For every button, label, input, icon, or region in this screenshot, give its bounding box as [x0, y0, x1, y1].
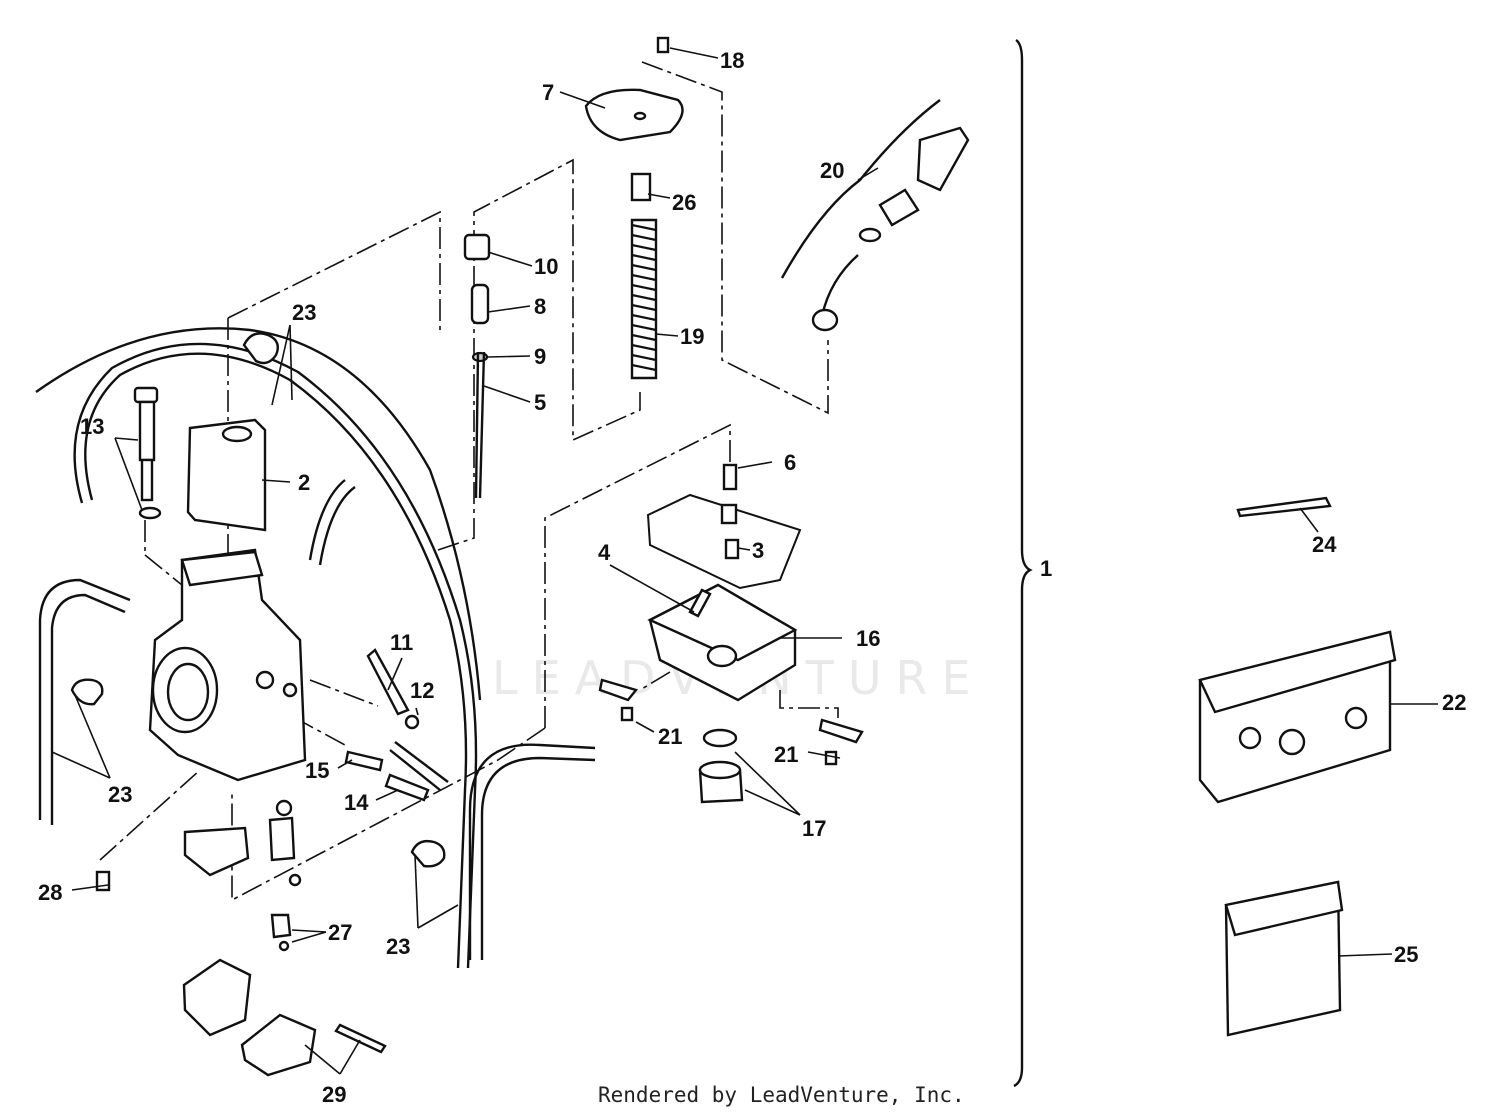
throttle-slide: [186, 418, 267, 532]
callout-19: 19: [680, 324, 704, 349]
callout-10: 10: [534, 254, 558, 279]
starter-plunger: [133, 386, 162, 520]
callout-29: 29: [322, 1082, 346, 1107]
callout-21-left: 21: [658, 724, 682, 749]
callout-11: 11: [390, 630, 413, 655]
cable-adjuster: [780, 99, 970, 332]
credit-text: Rendered by LeadVenture, Inc.: [598, 1083, 965, 1107]
callout-6: 6: [784, 450, 796, 475]
kit-accessories: [1198, 496, 1397, 1037]
callout-20: 20: [820, 158, 844, 183]
callout-25: 25: [1394, 942, 1418, 967]
callout-28: 28: [38, 880, 62, 905]
callout-labels: 1 2 3 4 5 6 7 8 9 10 11 12 13 14 15 16 1…: [38, 48, 1466, 1107]
callout-21-right: 21: [774, 742, 798, 767]
float-components: [95, 799, 387, 1077]
callout-leaders: [51, 47, 1438, 1075]
callout-22: 22: [1442, 690, 1466, 715]
callout-13: 13: [80, 414, 104, 439]
callout-5: 5: [534, 390, 546, 415]
hose-clamps-icon: [70, 332, 446, 868]
callout-23-left: 23: [108, 782, 132, 807]
callout-24: 24: [1312, 532, 1337, 557]
kit-bracket: [1013, 39, 1033, 1088]
callout-27: 27: [328, 920, 352, 945]
float-bowl: [646, 463, 802, 702]
callout-16: 16: [856, 626, 880, 651]
callout-2: 2: [298, 470, 310, 495]
carburetor-body: [148, 548, 307, 782]
callout-12: 12: [410, 678, 434, 703]
callout-4: 4: [598, 540, 611, 565]
callout-1: 1: [1040, 556, 1052, 581]
callout-23-top: 23: [292, 300, 316, 325]
jet-needle-parts: [463, 233, 491, 499]
top-cap-and-spring: [584, 36, 684, 380]
callout-17: 17: [802, 816, 826, 841]
bowl-brackets: [598, 678, 864, 766]
breather-hoses: [35, 327, 596, 969]
callout-14: 14: [344, 790, 369, 815]
callout-23-bottom: 23: [386, 934, 410, 959]
adjust-screws: [344, 648, 430, 802]
callout-7: 7: [542, 80, 554, 105]
callout-3: 3: [752, 538, 764, 563]
callout-8: 8: [534, 294, 546, 319]
callout-26: 26: [672, 190, 696, 215]
callout-15: 15: [305, 758, 329, 783]
drain-plug: [698, 728, 744, 804]
callout-9: 9: [534, 344, 546, 369]
callout-18: 18: [720, 48, 744, 73]
